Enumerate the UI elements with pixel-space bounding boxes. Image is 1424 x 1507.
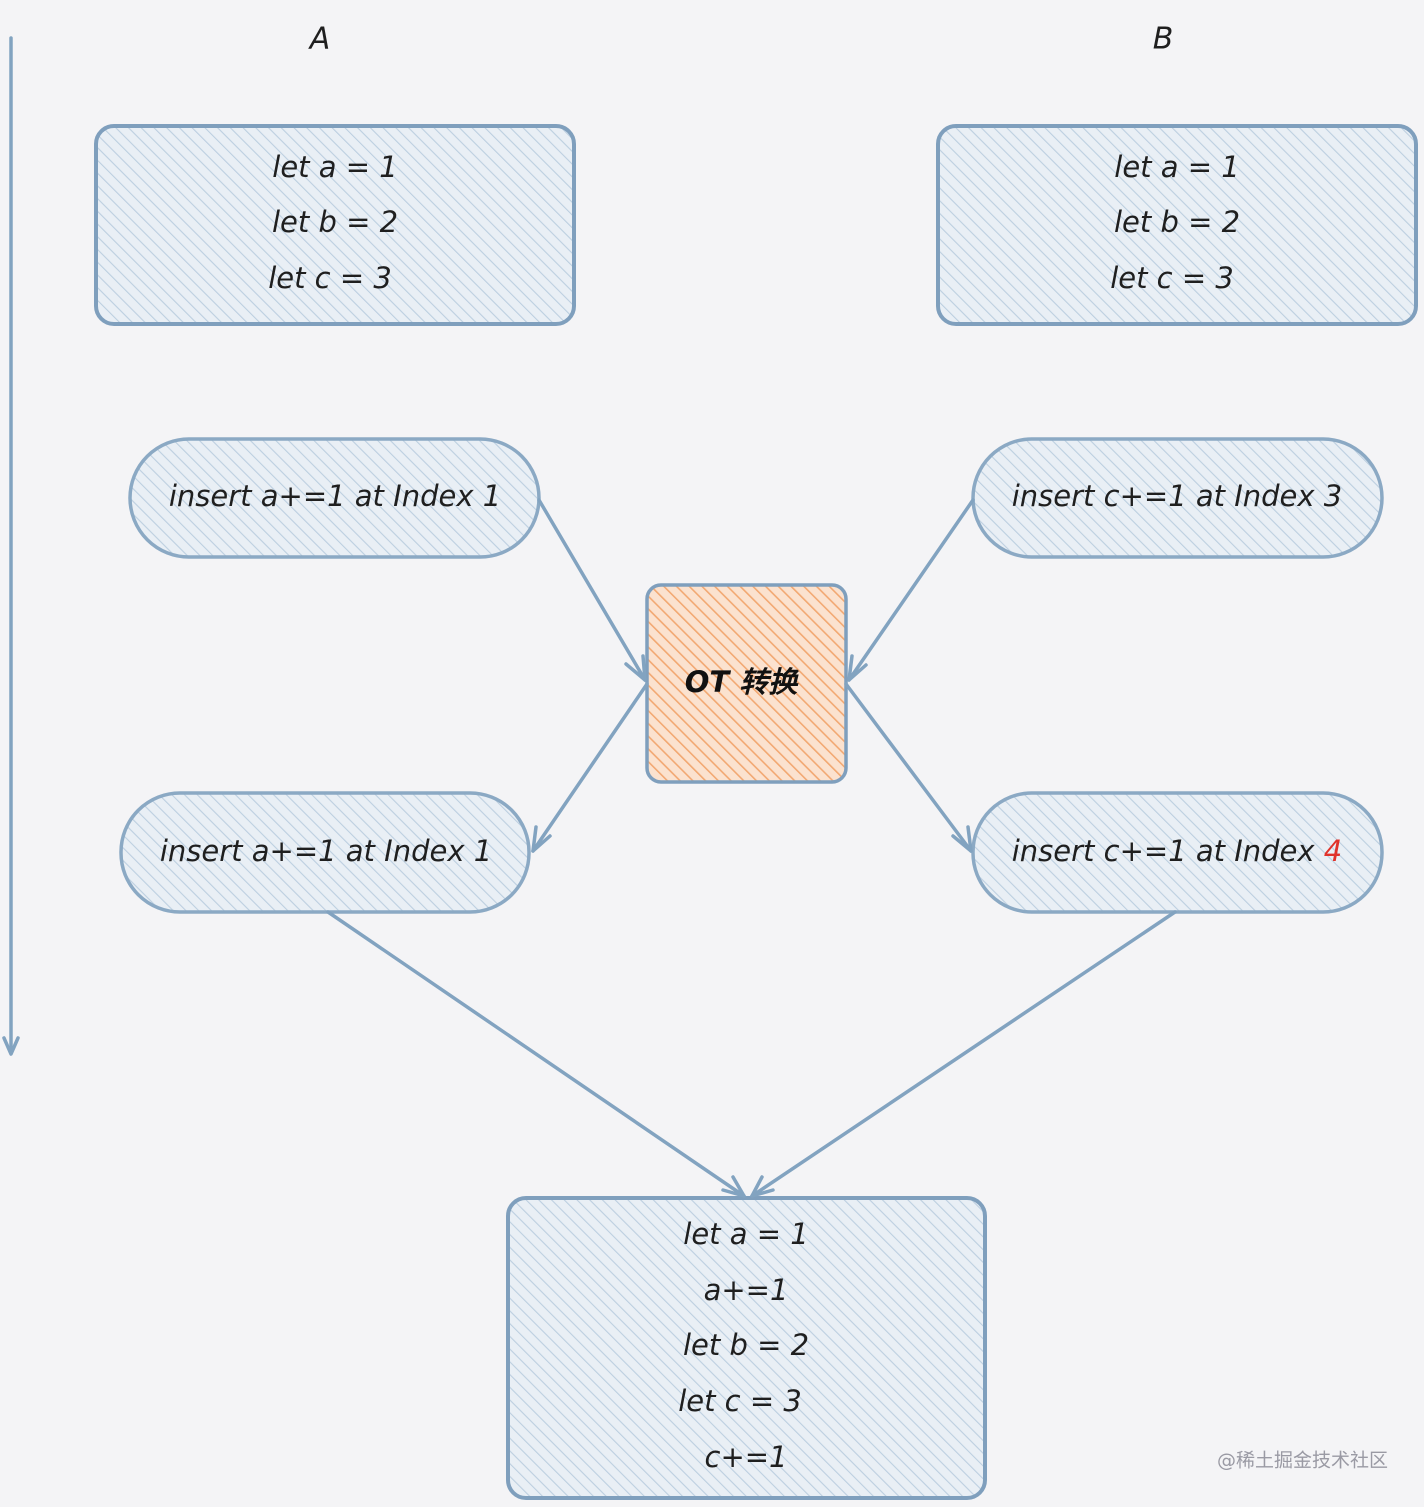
edge-op-a-to-ot [537, 498, 647, 682]
operation-b-label: insert c+=1 at Index 3 [1012, 479, 1342, 513]
ot-transform-node: OT 转换 [645, 583, 848, 784]
merged-document-line: let b = 2 [683, 1328, 809, 1362]
operation-b: insert c+=1 at Index 3 [971, 437, 1384, 559]
document-b-line: let b = 2 [1114, 205, 1240, 239]
document-a-line: let b = 2 [272, 205, 398, 239]
document-b-line: let c = 3 [1110, 261, 1234, 295]
merged-document-line: a+=1 [704, 1273, 789, 1307]
document-a: let a = 1 let b = 2 let c = 3 [94, 124, 576, 326]
operation-b-transformed-label: insert c+=1 at Index 4 [1012, 834, 1343, 868]
edge-op-a-transformed-to-result [326, 910, 746, 1198]
edge-ot-to-op-b-transformed [844, 682, 973, 853]
document-b-line: let a = 1 [1114, 150, 1239, 184]
document-a-line: let c = 3 [268, 261, 392, 295]
timeline-arrow [2, 36, 20, 1056]
merged-document-line: let c = 3 [678, 1384, 802, 1418]
operation-b-transformed-prefix: insert c+=1 at Index [1012, 834, 1324, 868]
edge-op-b-to-ot [847, 498, 975, 682]
operation-a: insert a+=1 at Index 1 [128, 437, 541, 559]
merged-document-line: let a = 1 [683, 1217, 808, 1251]
operation-a-transformed-label: insert a+=1 at Index 1 [160, 834, 492, 868]
document-a-line: let a = 1 [272, 150, 397, 184]
operation-a-label: insert a+=1 at Index 1 [169, 479, 501, 513]
merged-document: let a = 1 a+=1 let b = 2 let c = 3 c+=1 [506, 1196, 987, 1500]
watermark: @稀土掘金技术社区 [1217, 1450, 1388, 1472]
operation-a-transformed: insert a+=1 at Index 1 [119, 791, 531, 914]
edge-op-b-transformed-to-result [750, 910, 1177, 1198]
edge-ot-to-op-a-transformed [531, 682, 649, 853]
column-label-a: A [308, 22, 331, 57]
column-label-b: B [1153, 22, 1174, 57]
document-b: let a = 1 let b = 2 let c = 3 [936, 124, 1418, 326]
operation-b-transformed: insert c+=1 at Index 4 [971, 791, 1384, 914]
merged-document-line: c+=1 [705, 1440, 788, 1474]
operation-b-transformed-index: 4 [1324, 834, 1342, 868]
ot-transform-label: OT 转换 [685, 665, 800, 699]
